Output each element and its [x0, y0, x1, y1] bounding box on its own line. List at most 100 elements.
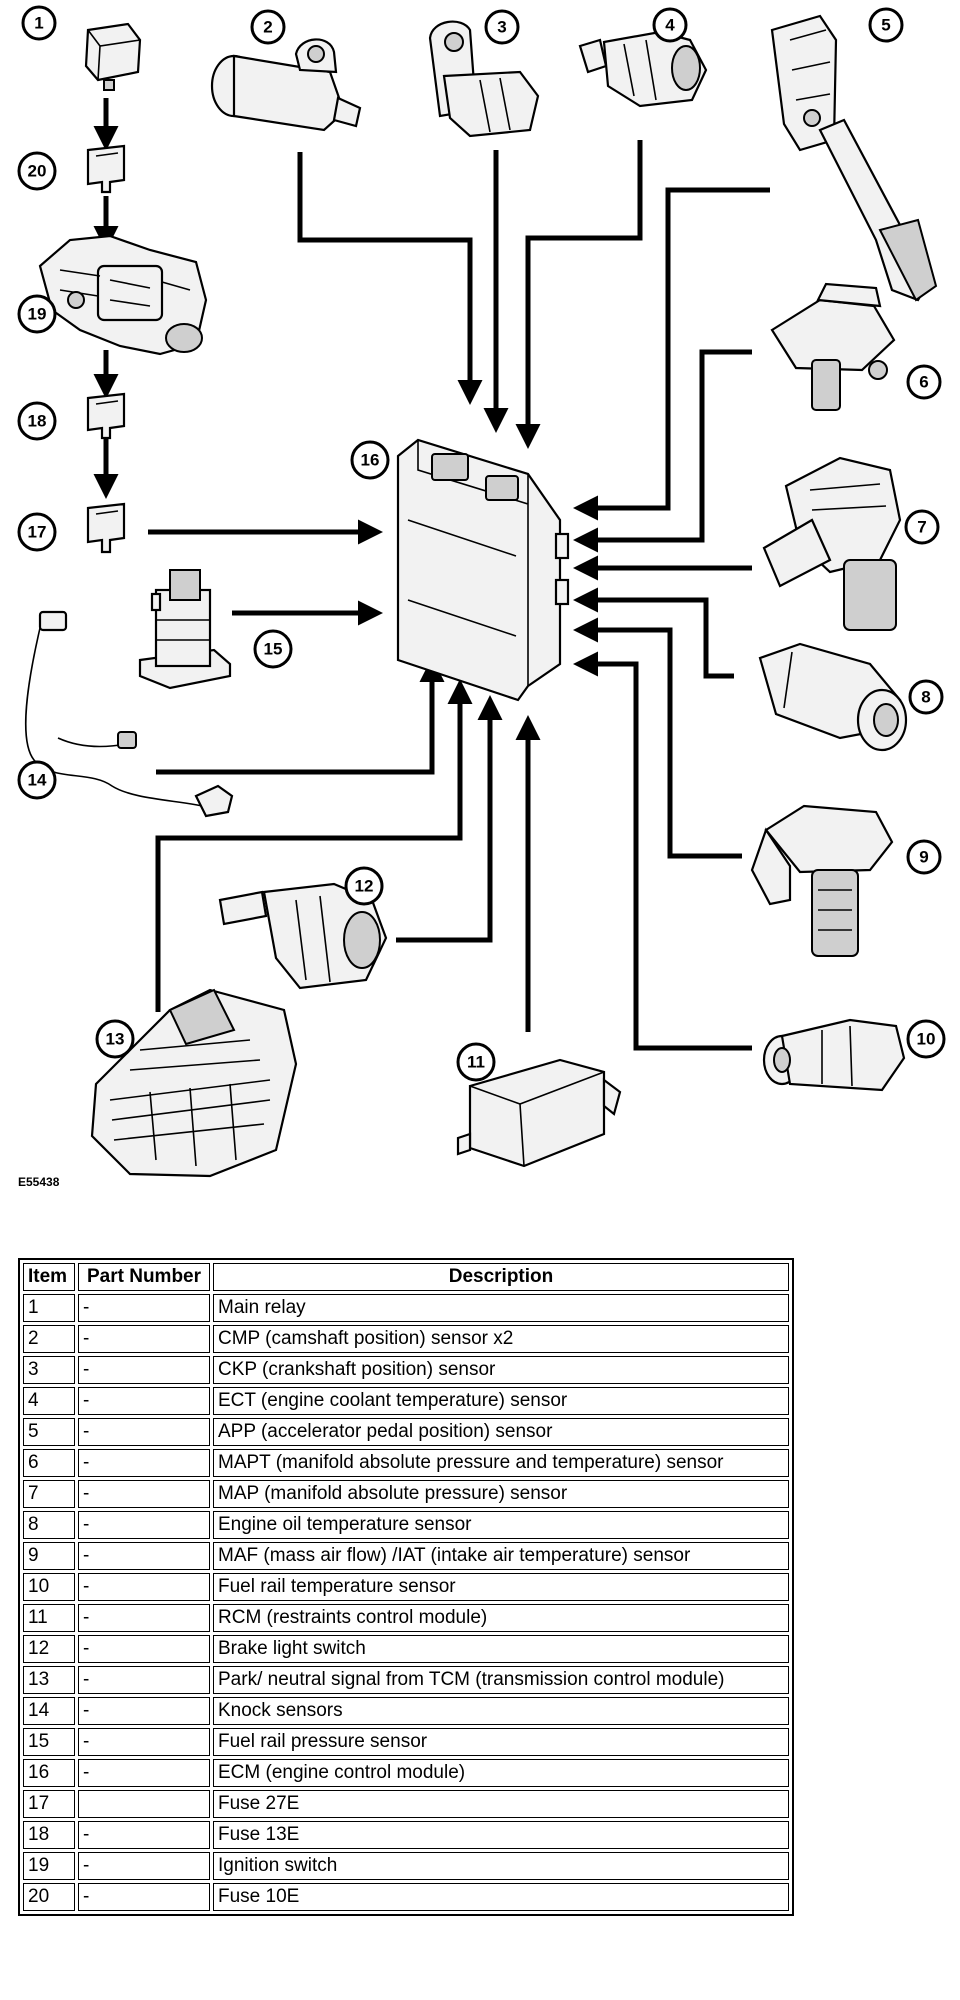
wire-mapt-to-ecm — [573, 349, 752, 553]
svg-text:14: 14 — [28, 771, 47, 790]
svg-text:7: 7 — [917, 518, 926, 537]
callout-3: 3 — [484, 9, 520, 45]
part-number-cell: - — [78, 1325, 210, 1353]
table-header-row: Item Part Number Description — [23, 1263, 789, 1291]
item-cell: 3 — [23, 1356, 75, 1384]
description-cell: Knock sensors — [213, 1697, 789, 1725]
table-row: 8-Engine oil temperature sensor — [23, 1511, 789, 1539]
map-sensor-drawing — [762, 456, 902, 631]
header-part-number: Part Number — [78, 1263, 210, 1291]
wire-maf-to-ecm — [573, 617, 742, 859]
callout-14: 14 — [17, 760, 57, 800]
callout-16: 16 — [350, 440, 390, 480]
knock-sensors-drawing — [24, 610, 234, 818]
table-row: 16-ECM (engine control module) — [23, 1759, 789, 1787]
description-cell: ECM (engine control module) — [213, 1759, 789, 1787]
table-row: 12-Brake light switch — [23, 1635, 789, 1663]
callout-7: 7 — [904, 509, 940, 545]
wire-knock-to-ecm — [156, 657, 445, 775]
description-cell: Brake light switch — [213, 1635, 789, 1663]
item-cell: 14 — [23, 1697, 75, 1725]
item-cell: 5 — [23, 1418, 75, 1446]
item-cell: 20 — [23, 1883, 75, 1911]
brake-light-switch-drawing — [218, 882, 388, 990]
table-row: 5-APP (accelerator pedal position) senso… — [23, 1418, 789, 1446]
callout-4: 4 — [652, 7, 688, 43]
part-number-cell: - — [78, 1449, 210, 1477]
svg-text:16: 16 — [361, 451, 380, 470]
callouts: 1 2 3 4 5 6 7 8 9 10 11 12 13 14 15 16 1… — [17, 5, 946, 1082]
table-row: 9-MAF (mass air flow) /IAT (intake air t… — [23, 1542, 789, 1570]
wire-cmp-to-ecm — [297, 152, 483, 405]
parts-table: Item Part Number Description 1-Main rela… — [18, 1258, 794, 1916]
svg-text:12: 12 — [355, 877, 374, 896]
part-number-cell: - — [78, 1852, 210, 1880]
part-number-cell: - — [78, 1387, 210, 1415]
callout-9: 9 — [906, 839, 942, 875]
mapt-sensor-drawing — [770, 282, 896, 411]
part-number-cell: - — [78, 1883, 210, 1911]
callout-6: 6 — [906, 364, 942, 400]
description-cell: Fuel rail temperature sensor — [213, 1573, 789, 1601]
wire-brake-switch-to-ecm — [396, 695, 503, 943]
item-cell: 19 — [23, 1852, 75, 1880]
table-row: 7-MAP (manifold absolute pressure) senso… — [23, 1480, 789, 1508]
callout-12: 12 — [344, 866, 384, 906]
callout-10: 10 — [906, 1019, 946, 1059]
part-number-cell: - — [78, 1821, 210, 1849]
signal-wires — [93, 98, 770, 1051]
main-relay-drawing — [84, 22, 142, 91]
oil-temp-sensor-drawing — [758, 642, 908, 752]
part-number-cell: - — [78, 1635, 210, 1663]
part-number-cell: - — [78, 1511, 210, 1539]
description-cell: Fuel rail pressure sensor — [213, 1728, 789, 1756]
description-cell: APP (accelerator pedal position) sensor — [213, 1418, 789, 1446]
maf-sensor-drawing — [750, 804, 894, 957]
part-number-cell: - — [78, 1356, 210, 1384]
part-number-cell: - — [78, 1697, 210, 1725]
table-row: 11-RCM (restraints control module) — [23, 1604, 789, 1632]
app-sensor-drawing — [770, 14, 938, 302]
part-number-cell: - — [78, 1542, 210, 1570]
svg-text:13: 13 — [106, 1030, 125, 1049]
table-row: 20-Fuse 10E — [23, 1883, 789, 1911]
wire-tcm-to-ecm — [155, 679, 473, 1012]
ecm-drawing — [396, 438, 570, 702]
table-row: 10-Fuel rail temperature sensor — [23, 1573, 789, 1601]
wire-oil-temp-to-ecm — [573, 587, 734, 679]
description-cell: Main relay — [213, 1294, 789, 1322]
part-number-cell: - — [78, 1666, 210, 1694]
part-number-cell: - — [78, 1480, 210, 1508]
svg-text:1: 1 — [34, 14, 43, 33]
svg-text:2: 2 — [263, 18, 272, 37]
header-item: Item — [23, 1263, 75, 1291]
callout-1: 1 — [21, 5, 57, 41]
description-cell: Fuse 10E — [213, 1883, 789, 1911]
ignition-switch-drawing — [38, 234, 208, 356]
description-cell: Fuse 13E — [213, 1821, 789, 1849]
rcm-drawing — [456, 1058, 622, 1168]
description-cell: CMP (camshaft position) sensor x2 — [213, 1325, 789, 1353]
callout-8: 8 — [908, 679, 944, 715]
table-row: 18-Fuse 13E — [23, 1821, 789, 1849]
svg-text:18: 18 — [28, 412, 47, 431]
wire-frts-to-ecm — [573, 651, 752, 1051]
callout-15: 15 — [253, 629, 293, 669]
table-row: 1-Main relay — [23, 1294, 789, 1322]
svg-text:6: 6 — [919, 373, 928, 392]
item-cell: 12 — [23, 1635, 75, 1663]
item-cell: 15 — [23, 1728, 75, 1756]
callout-17: 17 — [17, 512, 57, 552]
svg-text:20: 20 — [28, 162, 47, 181]
table-row: 15-Fuel rail pressure sensor — [23, 1728, 789, 1756]
description-cell: Engine oil temperature sensor — [213, 1511, 789, 1539]
part-number-cell: - — [78, 1759, 210, 1787]
part-number-cell: - — [78, 1418, 210, 1446]
description-cell: MAP (manifold absolute pressure) sensor — [213, 1480, 789, 1508]
callout-5: 5 — [868, 7, 904, 43]
table-row: 3-CKP (crankshaft position) sensor — [23, 1356, 789, 1384]
fuse-10e-drawing — [86, 144, 126, 194]
svg-text:15: 15 — [264, 640, 283, 659]
